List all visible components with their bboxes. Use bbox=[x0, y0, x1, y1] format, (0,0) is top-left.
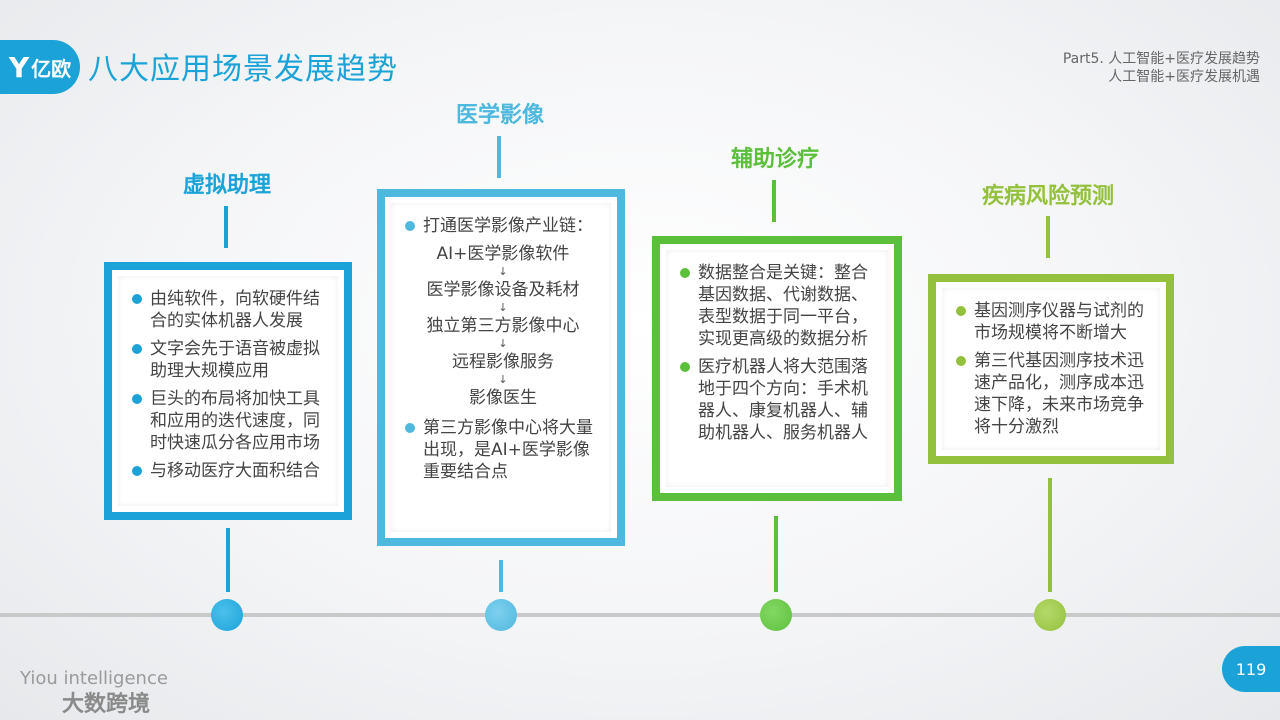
arrow-down-icon: ↓ bbox=[498, 373, 508, 386]
bullet-item: 数据整合是关键：整合基因数据、代谢数据、表型数据于同一平台，实现更高级的数据分析 bbox=[680, 262, 878, 350]
bullet-item: 基因测序仪器与试剂的市场规模将不断增大 bbox=[956, 300, 1150, 344]
timeline-node-4 bbox=[1034, 599, 1066, 631]
logo-mark: Y bbox=[8, 50, 30, 84]
timeline-node-2 bbox=[485, 599, 517, 631]
bullet-item: 与移动医疗大面积结合 bbox=[132, 460, 328, 482]
bullet-dot-icon bbox=[132, 294, 142, 304]
footer-brand-en: Yiou intelligence bbox=[20, 668, 168, 689]
card-assisted-diagnosis: 数据整合是关键：整合基因数据、代谢数据、表型数据于同一平台，实现更高级的数据分析… bbox=[652, 236, 902, 501]
yiou-logo: Y 亿欧 bbox=[0, 40, 80, 94]
bullet-dot-icon bbox=[132, 344, 142, 354]
connector-top-3 bbox=[772, 180, 776, 222]
heading-assisted-diagnosis: 辅助诊疗 bbox=[730, 147, 819, 172]
timeline-node-1 bbox=[211, 599, 243, 631]
bullet-dot-icon bbox=[405, 221, 415, 231]
bullet-dot-icon bbox=[956, 306, 966, 316]
page-title: 八大应用场景发展趋势 bbox=[88, 52, 398, 87]
section-line-1: Part5. 人工智能+医疗发展趋势 bbox=[1062, 51, 1260, 67]
section-label: Part5. 人工智能+医疗发展趋势 人工智能+医疗发展机遇 bbox=[1063, 50, 1260, 86]
arrow-down-icon: ↓ bbox=[498, 301, 508, 314]
timeline-axis bbox=[0, 613, 1280, 617]
heading-medical-imaging: 医学影像 bbox=[455, 103, 544, 128]
connector-bottom-1 bbox=[226, 528, 230, 592]
connector-bottom-3 bbox=[774, 516, 778, 592]
bullet-item: 打通医学影像产业链： bbox=[405, 215, 601, 237]
bullet-item: 巨头的布局将加快工具和应用的迭代速度，同时快速瓜分各应用市场 bbox=[132, 388, 328, 454]
page-number: 119 bbox=[1222, 646, 1280, 692]
industry-chain: AI+医学影像软件 ↓ 医学影像设备及耗材 ↓ 独立第三方影像中心 ↓ 远程影像… bbox=[405, 243, 601, 409]
heading-disease-risk-prediction: 疾病风险预测 bbox=[981, 184, 1114, 209]
connector-top-4 bbox=[1046, 216, 1050, 258]
bullet-item: 医疗机器人将大范围落地于四个方向：手术机器人、康复机器人、辅助机器人、服务机器人 bbox=[680, 356, 878, 444]
connector-bottom-2 bbox=[499, 560, 503, 592]
heading-virtual-assistant: 虚拟助理 bbox=[182, 173, 271, 198]
card-medical-imaging: 打通医学影像产业链： AI+医学影像软件 ↓ 医学影像设备及耗材 ↓ 独立第三方… bbox=[377, 189, 625, 546]
bullet-dot-icon bbox=[405, 423, 415, 433]
footer-brand-cn: 大数跨境 bbox=[62, 692, 151, 717]
logo-text: 亿欧 bbox=[31, 56, 72, 81]
connector-top-1 bbox=[224, 206, 228, 248]
bullet-item: 第三代基因测序技术迅速产品化，测序成本迅速下降，未来市场竞争将十分激烈 bbox=[956, 350, 1150, 438]
bullet-dot-icon bbox=[132, 466, 142, 476]
card-disease-risk-prediction: 基因测序仪器与试剂的市场规模将不断增大 第三代基因测序技术迅速产品化，测序成本迅… bbox=[928, 274, 1174, 464]
section-line-2: 人工智能+医疗发展机遇 bbox=[1108, 69, 1260, 85]
connector-top-2 bbox=[497, 136, 501, 178]
bullet-dot-icon bbox=[956, 356, 966, 366]
arrow-down-icon: ↓ bbox=[498, 265, 508, 278]
connector-bottom-4 bbox=[1048, 478, 1052, 592]
timeline-node-3 bbox=[760, 599, 792, 631]
bullet-dot-icon bbox=[132, 394, 142, 404]
card-virtual-assistant: 由纯软件，向软硬件结合的实体机器人发展 文字会先于语音被虚拟助理大规模应用 巨头… bbox=[104, 262, 352, 520]
arrow-down-icon: ↓ bbox=[498, 337, 508, 350]
bullet-dot-icon bbox=[680, 362, 690, 372]
bullet-item: 文字会先于语音被虚拟助理大规模应用 bbox=[132, 338, 328, 382]
bullet-item: 第三方影像中心将大量出现，是AI+医学影像重要结合点 bbox=[405, 417, 601, 483]
bullet-dot-icon bbox=[680, 268, 690, 278]
bullet-item: 由纯软件，向软硬件结合的实体机器人发展 bbox=[132, 288, 328, 332]
